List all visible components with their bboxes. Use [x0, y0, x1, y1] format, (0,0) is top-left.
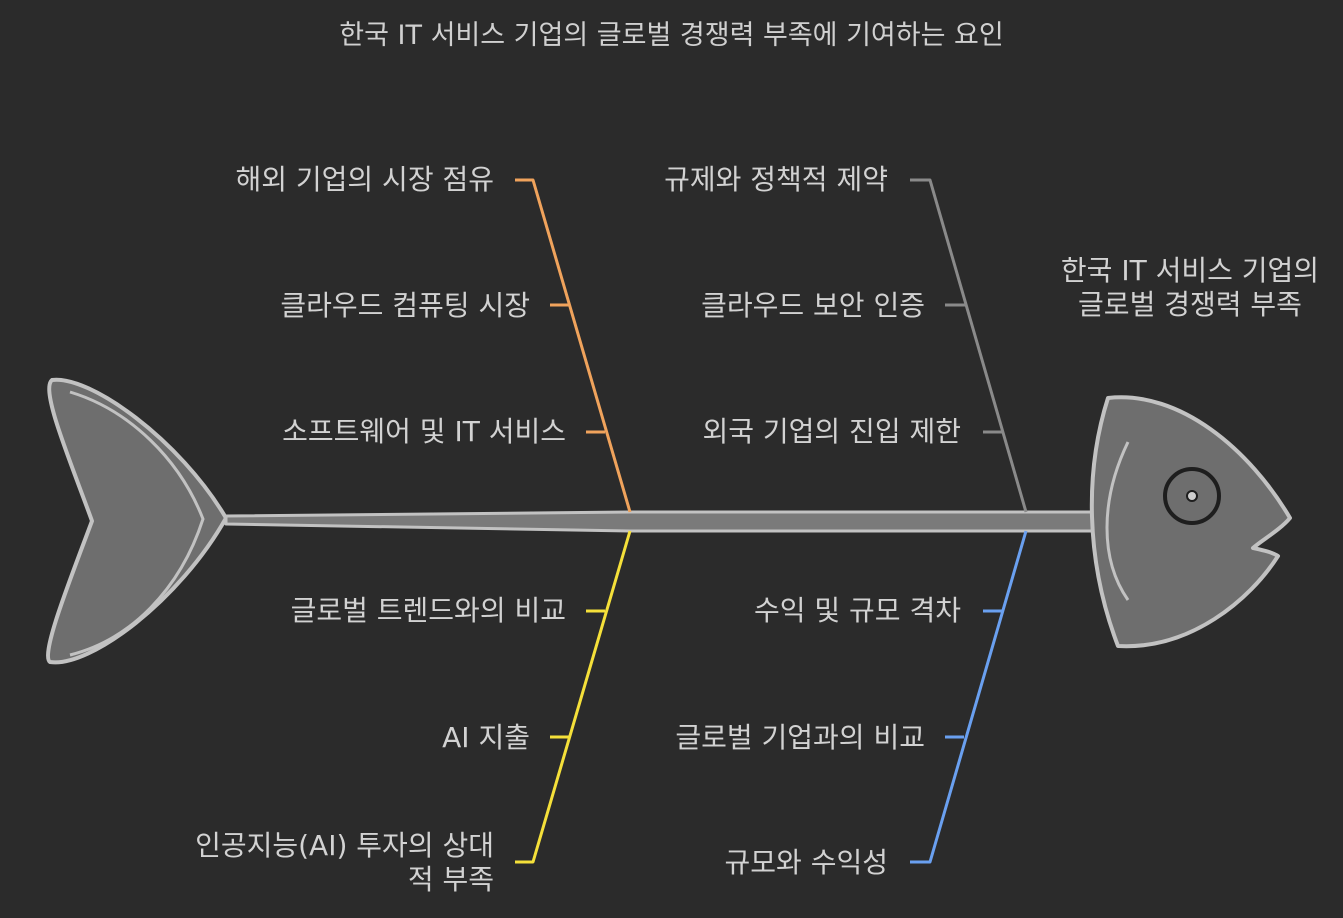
cause-label: 클라우드 컴퓨팅 시장 — [280, 289, 530, 322]
fish-pupil — [1186, 490, 1198, 502]
branch-line — [515, 178, 632, 513]
cause-label: 규제와 정책적 제약 — [664, 163, 888, 196]
branch-line — [515, 530, 632, 864]
effect-label: 한국 IT 서비스 기업의 글로벌 경쟁력 부족 — [1060, 254, 1320, 321]
cause-label: 글로벌 트렌드와의 비교 — [290, 594, 566, 627]
branch-line — [910, 530, 1028, 864]
cause-label: 글로벌 기업과의 비교 — [675, 721, 925, 754]
cause-label: 인공지능(AI) 투자의 상대적 부족 — [195, 829, 494, 896]
cause-label: 소프트웨어 및 IT 서비스 — [282, 415, 566, 448]
fish-spine — [224, 510, 1096, 533]
fish-tail-fin-line — [69, 390, 205, 657]
cause-label: 해외 기업의 시장 점유 — [235, 163, 494, 196]
branch-line — [910, 178, 1028, 513]
cause-label: 클라우드 보안 인증 — [701, 289, 925, 322]
diagram-title: 한국 IT 서비스 기업의 글로벌 경쟁력 부족에 기여하는 요인 — [339, 20, 1004, 51]
cause-label: AI 지출 — [442, 721, 530, 754]
fish-tail — [46, 377, 228, 665]
bones-group — [515, 178, 1028, 864]
cause-label: 규모와 수익성 — [724, 846, 888, 879]
cause-label: 수익 및 규모 격차 — [753, 594, 961, 627]
fish-gill-line — [1105, 441, 1130, 601]
cause-label: 외국 기업의 진입 제한 — [702, 415, 961, 448]
